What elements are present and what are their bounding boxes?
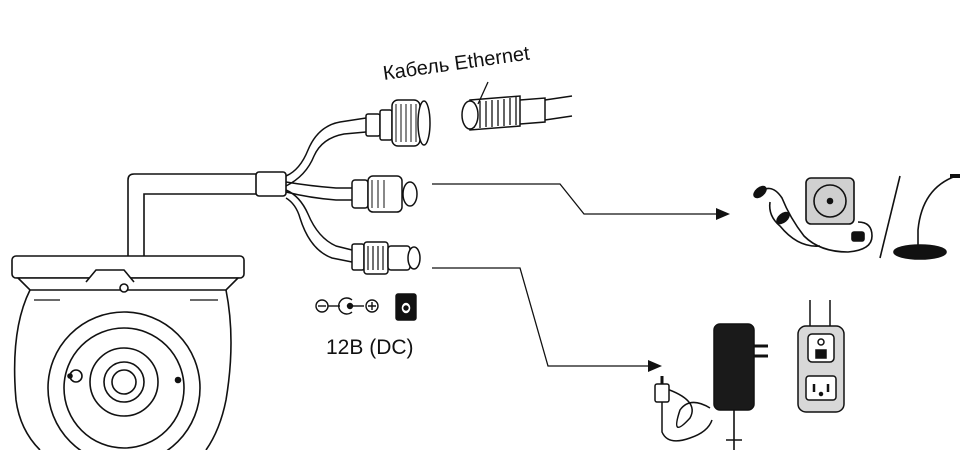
center-positive-connector-icon	[338, 297, 354, 315]
plus-circle-icon	[365, 299, 379, 313]
audio-device	[753, 177, 873, 253]
minus-circle-icon	[315, 299, 329, 313]
wall-outlet-icon	[797, 300, 845, 413]
dome-camera	[11, 255, 245, 450]
power-spec-label: 12В (DC)	[326, 336, 414, 359]
audio-arrow	[432, 183, 730, 220]
power-adapter	[654, 323, 768, 450]
camera-cable	[127, 171, 287, 262]
audio-pigtail	[285, 175, 418, 213]
ethernet-pigtail	[285, 99, 431, 187]
ethernet-cable-label: Кабель Ethernet	[382, 43, 532, 85]
dc-polarity-symbol	[315, 293, 417, 321]
power-arrow	[432, 267, 662, 372]
dc-jack-icon	[395, 293, 417, 321]
microphone-icon	[879, 174, 960, 260]
ethernet-cable-plug	[461, 81, 573, 131]
power-pigtail	[285, 189, 421, 275]
